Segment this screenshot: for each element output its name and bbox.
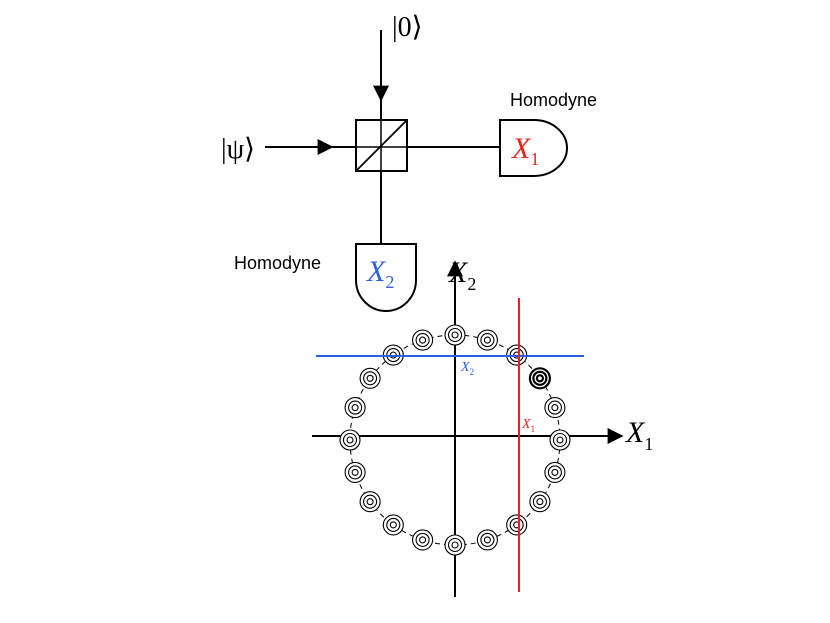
coherent-state (382, 514, 404, 536)
coherent-state (549, 429, 571, 451)
right-detector-symbol: X1 (511, 132, 539, 169)
x2-axis-label: X2 (448, 256, 476, 294)
right-detector-caption: Homodyne (510, 90, 597, 110)
x1-axis-label: X1 (625, 416, 653, 454)
x2-cut-label: X2 (460, 360, 474, 377)
coherent-state (344, 397, 366, 419)
coherent-state (476, 529, 498, 551)
coherent-state (544, 461, 566, 483)
coherent-state (339, 429, 361, 451)
coherent-states (339, 324, 571, 556)
phase-space: X1 X2 X2 X1 (312, 256, 653, 597)
coherent-state (359, 367, 381, 389)
coherent-state (544, 397, 566, 419)
bottom-detector-symbol: X2 (366, 255, 394, 292)
vacuum-ket-label: |0⟩ (392, 12, 423, 43)
right-homodyne-detector (499, 119, 568, 177)
coherent-state (529, 491, 551, 513)
coherent-state (344, 461, 366, 483)
bottom-detector-caption: Homodyne (234, 253, 321, 273)
coherent-state (444, 534, 466, 556)
coherent-state (506, 514, 528, 536)
x1-cut-label: X1 (521, 417, 535, 434)
coherent-state (528, 367, 552, 390)
coherent-state (412, 329, 434, 351)
bottom-homodyne-detector (355, 243, 417, 312)
coherent-state (444, 324, 466, 346)
signal-ket-label: |ψ⟩ (221, 134, 255, 165)
coherent-state (359, 491, 381, 513)
coherent-state (412, 529, 434, 551)
coherent-state (476, 329, 498, 351)
optical-setup: |0⟩ |ψ⟩ Homodyne Homodyne X1 X2 (221, 12, 597, 312)
